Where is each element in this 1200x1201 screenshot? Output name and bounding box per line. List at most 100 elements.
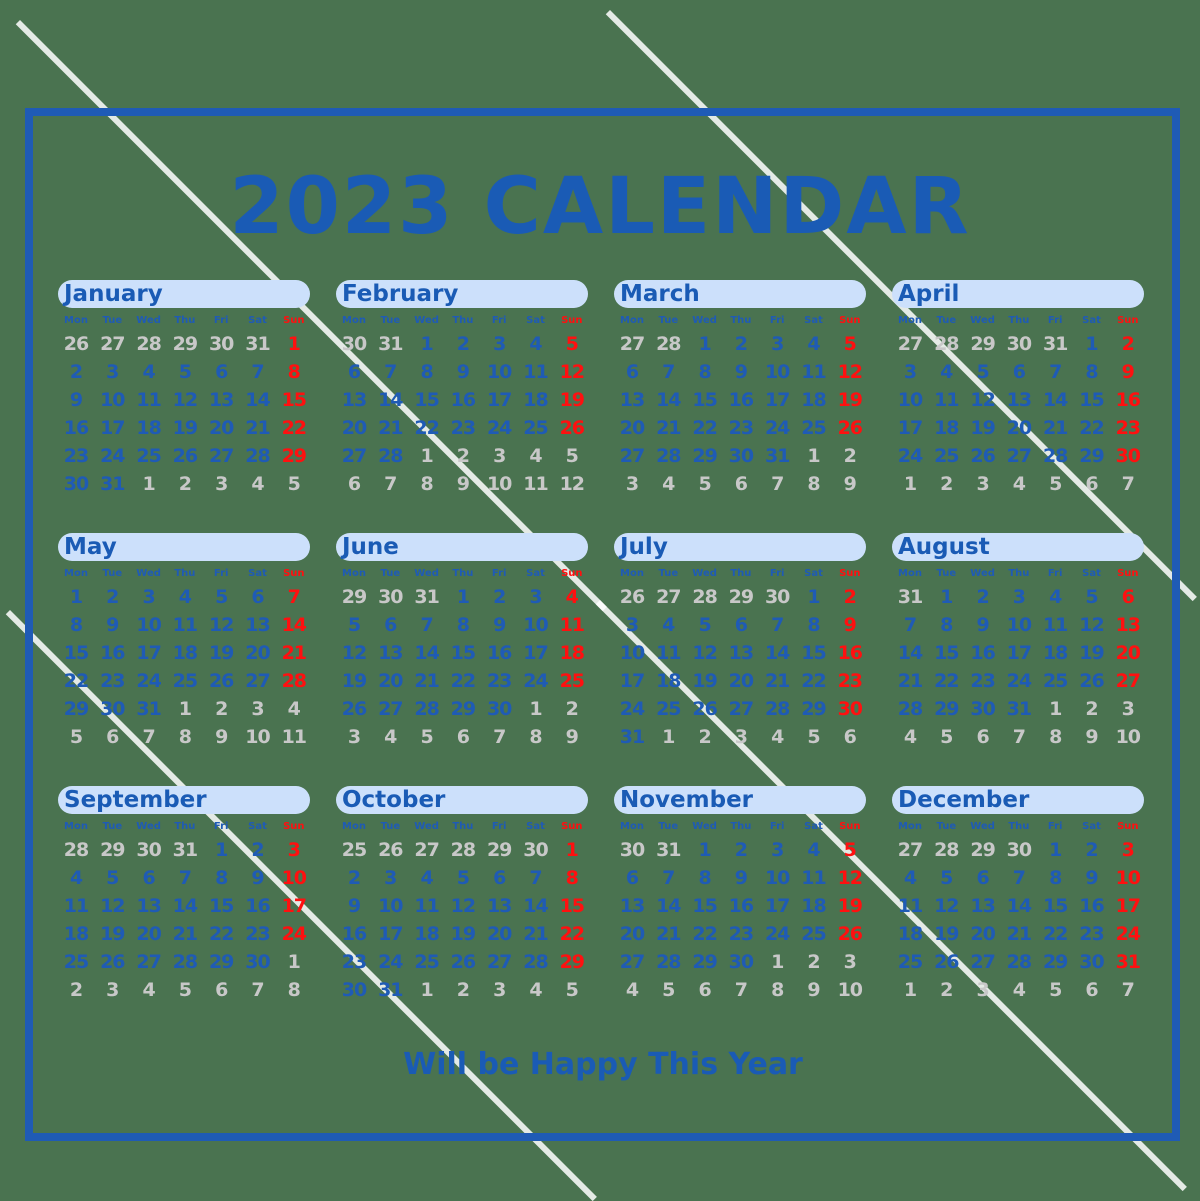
day-cell: 23: [341, 951, 367, 973]
weekday-label: Fri: [769, 315, 785, 326]
day-cell: 1: [420, 445, 433, 467]
weekday-label: Sun: [561, 315, 583, 326]
day-cell: 18: [934, 417, 959, 439]
day-cell: 13: [728, 642, 754, 664]
day-cell: 10: [378, 895, 403, 917]
day-cell: 16: [63, 417, 89, 439]
day-cell: 15: [692, 895, 717, 917]
day-cell: 1: [529, 698, 542, 720]
day-cell: 18: [414, 923, 439, 945]
day-cell: 8: [178, 726, 192, 748]
day-cell: 7: [493, 726, 506, 748]
day-cell: 26: [837, 923, 863, 945]
day-cell: 9: [843, 473, 857, 495]
day-cell: 11: [559, 614, 585, 636]
day-cell: 2: [807, 951, 820, 973]
day-cell: 3: [384, 867, 397, 889]
day-cell: 6: [1085, 473, 1098, 495]
weekday-label: Sat: [1082, 568, 1101, 579]
weekday-label: Sun: [1117, 568, 1139, 579]
weekday-label: Sat: [526, 315, 545, 326]
day-cell: 23: [970, 670, 995, 692]
day-cell: 4: [771, 726, 784, 748]
day-cell: 6: [493, 867, 506, 889]
day-cell: 7: [420, 614, 433, 636]
weekday-label: Tue: [102, 315, 123, 326]
day-cell: 6: [456, 726, 470, 748]
day-cell: 14: [764, 642, 790, 664]
day-cell: 2: [698, 726, 711, 748]
day-cell: 11: [934, 389, 959, 411]
day-cell: 6: [734, 614, 748, 636]
day-cell: 29: [970, 839, 995, 861]
weekday-label: Sun: [839, 568, 861, 579]
day-cell: 15: [450, 642, 476, 664]
day-cell: 6: [1121, 586, 1135, 608]
day-cell: 19: [100, 923, 125, 945]
day-cell: 11: [801, 867, 826, 889]
day-cell: 20: [728, 670, 754, 692]
day-cell: 5: [565, 445, 579, 467]
day-cell: 23: [63, 445, 89, 467]
weekday-label: Thu: [730, 315, 752, 326]
day-cell: 21: [281, 642, 307, 664]
day-cell: 24: [523, 670, 548, 692]
day-cell: 9: [456, 361, 470, 383]
weekday-label: Sat: [804, 821, 823, 832]
day-cell: 29: [1079, 445, 1104, 467]
weekday-label: Sun: [561, 568, 583, 579]
day-cell: 8: [807, 473, 820, 495]
day-cell: 4: [529, 445, 542, 467]
weekday-label: Thu: [452, 315, 474, 326]
day-cell: 30: [245, 951, 270, 973]
day-cell: 30: [63, 473, 89, 495]
weekday-label: Wed: [414, 568, 439, 579]
day-cell: 28: [378, 445, 403, 467]
day-cell: 21: [1006, 923, 1032, 945]
day-cell: 10: [1115, 726, 1141, 748]
day-cell: 17: [619, 670, 645, 692]
day-cell: 22: [1042, 923, 1068, 945]
day-cell: 9: [251, 867, 264, 889]
weekday-label: Wed: [692, 821, 717, 832]
day-cell: 21: [1042, 417, 1068, 439]
day-cell: 30: [341, 333, 367, 355]
day-cell: 24: [378, 951, 403, 973]
day-cell: 29: [970, 333, 995, 355]
day-cell: 3: [347, 726, 361, 748]
weekday-label: Sat: [1082, 315, 1101, 326]
day-cell: 1: [69, 586, 83, 608]
day-cell: 19: [208, 642, 234, 664]
day-cell: 21: [764, 670, 790, 692]
weekday-label: Sat: [248, 821, 267, 832]
day-cell: 31: [1042, 333, 1068, 355]
day-cell: 12: [341, 642, 367, 664]
day-cell: 26: [341, 698, 367, 720]
day-cell: 8: [287, 979, 301, 1001]
month-label: September: [58, 786, 310, 814]
day-cell: 1: [287, 951, 301, 973]
weekday-label: Mon: [898, 821, 922, 832]
day-cell: 1: [662, 726, 675, 748]
day-cell: 20: [245, 642, 270, 664]
day-cell: 5: [940, 726, 953, 748]
day-cell: 4: [529, 333, 542, 355]
day-cell: 21: [414, 670, 439, 692]
day-cell: 30: [1079, 951, 1104, 973]
day-cell: 10: [897, 389, 923, 411]
day-cell: 21: [245, 417, 270, 439]
day-cell: 3: [625, 473, 639, 495]
day-cell: 29: [934, 698, 959, 720]
weekday-label: Sat: [248, 568, 267, 579]
day-cell: 10: [764, 867, 790, 889]
day-cell: 30: [136, 839, 161, 861]
day-cell: 9: [734, 867, 748, 889]
day-cell: 3: [734, 726, 748, 748]
day-cell: 22: [414, 417, 439, 439]
day-cell: 26: [172, 445, 198, 467]
day-cell: 12: [450, 895, 476, 917]
